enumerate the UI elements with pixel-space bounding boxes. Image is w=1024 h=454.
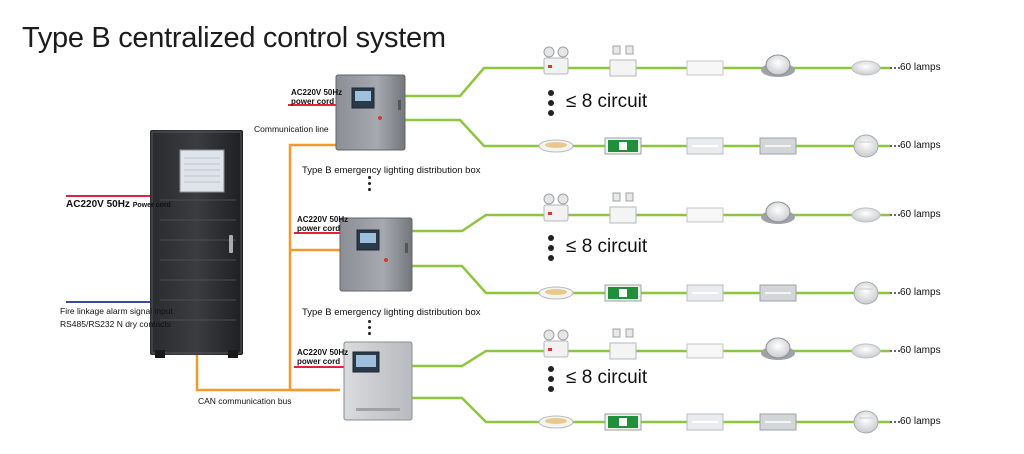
circuit-count-1: ≤ 8 circuit xyxy=(566,91,648,112)
twin-spotlight-icon xyxy=(543,329,569,358)
exit-sign-icon xyxy=(604,137,642,155)
circuit-dots-2 xyxy=(548,235,554,265)
ceiling-dome-lamp-icon xyxy=(761,337,795,360)
cabinet-power-label-sub: Power cord xyxy=(132,202,171,209)
circuit-lines xyxy=(405,66,890,424)
twin-head-wall-lamp-icon xyxy=(609,192,637,224)
distribution-box-2 xyxy=(339,217,413,292)
led-panel-icon xyxy=(686,343,724,359)
power-cords xyxy=(66,104,344,368)
led-panel-icon xyxy=(686,207,724,223)
box3-power-label: AC220V 50Hz xyxy=(297,348,349,357)
ceiling-dome-lamp-icon xyxy=(761,201,795,224)
row-ellipsis xyxy=(890,421,900,423)
cabinet-power-label-main: AC220V 50Hz xyxy=(66,199,130,210)
direction-sign-icon xyxy=(686,284,724,302)
twin-spotlight-icon xyxy=(543,193,569,222)
floor-direction-sign-icon xyxy=(759,284,797,302)
ceiling-dome-lamp-icon xyxy=(761,54,795,77)
twin-spotlight-icon xyxy=(543,46,569,75)
twin-head-wall-lamp-icon xyxy=(609,328,637,360)
exit-sign-icon xyxy=(604,413,642,431)
wall-dome-lamp-icon xyxy=(853,134,879,158)
row-ellipsis xyxy=(890,145,900,147)
fire-linkage-label: Fire linkage alarm signal input xyxy=(60,306,173,316)
distribution-box-3 xyxy=(343,341,413,421)
circuit-count-2: ≤ 8 circuit xyxy=(566,236,648,257)
cabinet-power-label: AC220V 50Hz Power cord xyxy=(66,199,171,210)
box1-power-label: AC220V 50Hz xyxy=(291,88,343,97)
box3-power-cord-label: power cord xyxy=(297,357,341,366)
direction-sign-icon xyxy=(686,137,724,155)
lamp-rows xyxy=(538,45,900,434)
can-bus-label: CAN communication bus xyxy=(198,396,292,406)
row-ellipsis xyxy=(890,67,900,69)
circuit-dots-1 xyxy=(548,90,554,120)
lamp-count-row-3: 60 lamps xyxy=(900,209,941,220)
downlight-icon xyxy=(538,139,574,153)
box2-power-label: AC220V 50Hz xyxy=(297,215,349,224)
downlight-icon xyxy=(538,415,574,429)
row-ellipsis xyxy=(890,292,900,294)
box1-power-cord-label: power cord xyxy=(291,97,335,106)
direction-sign-icon xyxy=(686,413,724,431)
row-ellipsis xyxy=(890,214,900,216)
lamp-count-row-1: 60 lamps xyxy=(900,62,941,73)
ellipsis-dots-1 xyxy=(368,176,372,194)
floor-direction-sign-icon xyxy=(759,137,797,155)
lamp-count-row-6: 60 lamps xyxy=(900,416,941,427)
can-line-riser xyxy=(288,143,336,390)
row-ellipsis xyxy=(890,350,900,352)
lamp-count-row-5: 60 lamps xyxy=(900,345,941,356)
twin-head-wall-lamp-icon xyxy=(609,45,637,77)
wall-dome-lamp-icon xyxy=(853,281,879,305)
communication-line-label: Communication line xyxy=(254,124,329,134)
centralized-control-cabinet xyxy=(150,130,243,358)
round-ceiling-lamp-icon xyxy=(851,343,881,359)
circuit-count-3: ≤ 8 circuit xyxy=(566,367,648,388)
lamp-count-row-2: 60 lamps xyxy=(900,140,941,151)
downlight-icon xyxy=(538,286,574,300)
rs485-label: RS485/RS232 N dry contacts xyxy=(60,319,172,329)
page-title: Type B centralized control system xyxy=(22,22,446,54)
box2-caption: Type B emergency lighting distribution b… xyxy=(302,307,481,318)
ellipsis-dots-2 xyxy=(368,320,372,338)
distribution-box-1 xyxy=(335,74,406,151)
wall-dome-lamp-icon xyxy=(853,410,879,434)
led-panel-icon xyxy=(686,60,724,76)
round-ceiling-lamp-icon xyxy=(851,207,881,223)
box1-caption: Type B emergency lighting distribution b… xyxy=(302,165,481,176)
exit-sign-icon xyxy=(604,284,642,302)
floor-direction-sign-icon xyxy=(759,413,797,431)
box2-power-cord-label: power cord xyxy=(297,224,341,233)
lamp-count-row-4: 60 lamps xyxy=(900,287,941,298)
circuit-dots-3 xyxy=(548,366,554,396)
round-ceiling-lamp-icon xyxy=(851,60,881,76)
